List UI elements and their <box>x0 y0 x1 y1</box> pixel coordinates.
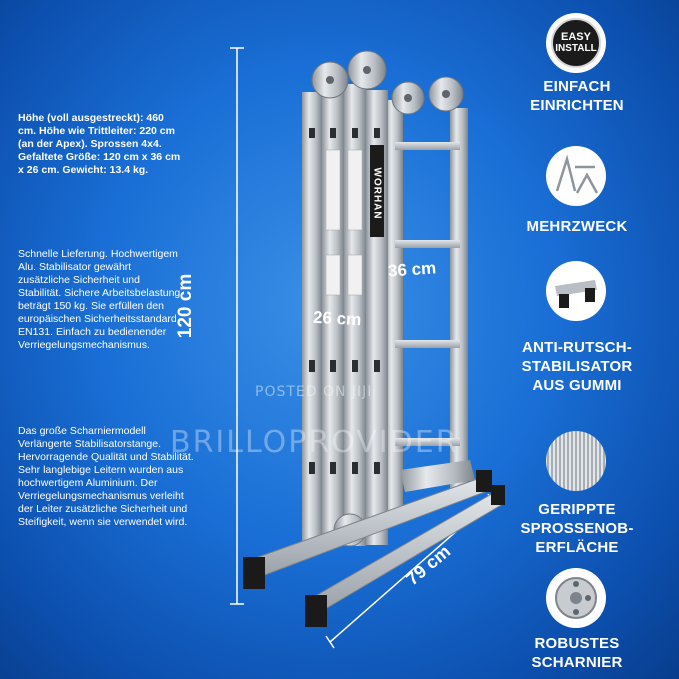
watermark-large: BRILLOPROVIDER <box>170 425 459 460</box>
ladder-configurations-icon <box>545 145 607 207</box>
feature-easy-setup: EINFACH EINRICHTEN <box>530 78 624 114</box>
feature-multipurpose: MEHRZWECK <box>526 218 628 235</box>
feature-ribbed-rungs: GERIPPTE SPROSSENOB- ERFLÄCHE <box>520 501 634 556</box>
feature-hinge: ROBUSTES SCHARNIER <box>531 635 623 671</box>
ladder-back-section <box>385 100 475 520</box>
ladder-front-section <box>302 84 388 546</box>
height-dimension-line <box>230 47 244 605</box>
feature-anti-slip: ANTI-RUTSCH- STABILISATOR AUS GUMMI <box>521 339 633 394</box>
ribbed-rung-icon <box>545 430 607 492</box>
rubber-foot-icon <box>545 260 607 322</box>
brand-logo: WORHAN <box>371 167 383 220</box>
spec-quality-text: Schnelle Lieferung. Hochwertigem Alu. St… <box>18 248 181 351</box>
width-dimension-label: 26 cm <box>312 307 362 330</box>
spec-dimensions-text: Höhe (voll ausgestreckt): 460 cm. Höhe w… <box>18 112 181 176</box>
easy-install-badge-icon: EASY INSTALL <box>545 12 607 74</box>
badge-line2: INSTALL <box>555 43 597 54</box>
watermark-small: POSTED ON JIJI <box>255 384 373 400</box>
depth-dimension-label: 36 cm <box>387 258 437 281</box>
hinge-icon <box>545 567 607 629</box>
badge-line1: EASY <box>561 31 591 43</box>
stabilizer-bars <box>243 470 505 627</box>
top-hinges <box>311 50 464 115</box>
spec-hinge-text: Das große Scharniermodell Verlängerte St… <box>18 425 194 528</box>
height-dimension-label: 120 cm <box>175 273 196 339</box>
